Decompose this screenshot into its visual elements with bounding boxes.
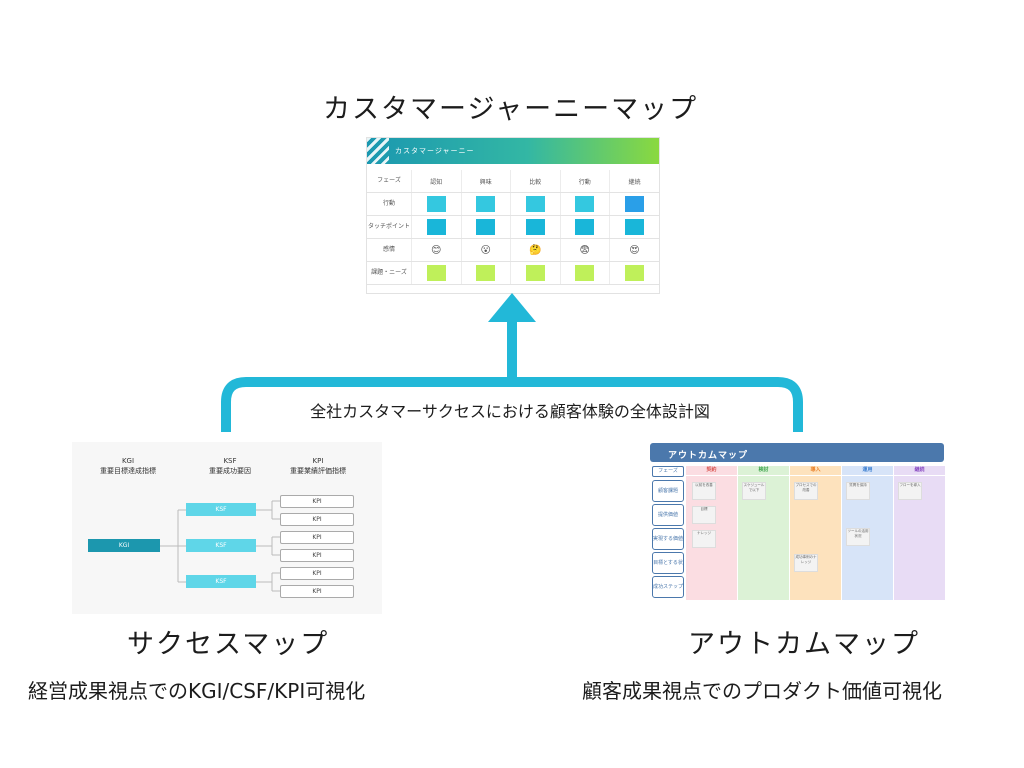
ksf-box: KSF [186,539,256,552]
outcome-row-label: 成功ステップ [652,576,684,598]
phase-cell: 継続 [609,170,659,193]
sticky-note [525,196,545,212]
stripe-decoration [367,138,389,164]
sticky-note [426,196,446,212]
customer-journey-thumbnail: カスタマージャーニー フェーズ 認知 興味 比較 行動 継続 行動 タッチポイン… [366,137,660,294]
outcome-row-label: 提供価値 [652,504,684,526]
sticky-note [625,196,644,212]
journey-map-title: カスタマージャーニーマップ [323,94,699,125]
kpi-box: KPI [280,585,354,598]
outcome-column-header: 検討 [738,466,789,475]
success-tree-lines [160,500,280,592]
emotion-icon: 😊 [431,244,442,256]
outcome-column-header: 継続 [894,466,945,475]
kpi-box: KPI [280,567,354,580]
row-label: 行動 [367,192,412,216]
sticky-note [525,265,545,281]
kpi-box: KPI [280,531,354,544]
outcome-thumbnail-title: アウトカムマップ [668,451,749,461]
outcome-phase-label: フェーズ [652,466,684,477]
sticky-note [476,196,496,212]
sticky-note [426,219,446,235]
outcome-column-header: 導入 [790,466,841,475]
sticky-note [625,219,644,235]
ksf-box: KSF [186,575,256,588]
journey-thumbnail-header: カスタマージャーニー [367,138,659,164]
outcome-map-thumbnail: アウトカムマップ フェーズ 契約検討導入運用継続 顧客課題 提供価値 実現する価… [648,442,946,602]
emotion-icon: 😨 [579,244,590,256]
journey-touchpoint-row: タッチポイント [367,215,659,239]
center-label: 全社カスタマーサクセスにおける顧客体験の全体設計図 [240,398,780,422]
emotion-icon: 😍 [629,244,640,256]
sticky-note [575,219,595,235]
outcome-note: ナレッジ [692,530,716,548]
journey-needs-row: 課題・ニーズ [367,261,659,285]
outcome-note: 以前を改善 [692,482,716,500]
journey-table: フェーズ 認知 興味 比較 行動 継続 行動 タッチポイント 感情 😊 😮 [367,170,659,285]
arrow-head-icon [488,293,536,322]
kgi-box: KGI [88,539,160,552]
phase-cell: 行動 [560,170,610,193]
phase-cell: 興味 [461,170,511,193]
sticky-note [476,219,496,235]
outcome-thumbnail-header: アウトカムマップ [650,443,944,462]
outcome-row-label: 実現する価値 [652,528,684,550]
row-label: 感情 [367,238,412,262]
outcome-row-label: 目標とする状態 [652,552,684,586]
kpi-box: KPI [280,513,354,526]
success-map-subtitle: 経営成果視点でのKGI/CSF/KPI可視化 [28,679,366,703]
row-label: タッチポイント [367,215,412,239]
sticky-note [575,265,595,281]
sticky-note [525,219,545,235]
outcome-column-header: 契約 [686,466,737,475]
kpi-box: KPI [280,549,354,562]
outcome-column-header: 運用 [842,466,893,475]
outcome-map-title: アウトカムマップ [688,629,920,660]
kpi-box: KPI [280,495,354,508]
success-map-title: サクセスマップ [127,629,330,660]
emotion-icon: 😮 [480,244,491,256]
outcome-note: 成功事例のナレッジ [794,554,818,572]
outcome-note: 目標 [692,506,716,524]
emotion-icon: 🤔 [529,244,542,256]
phase-label: フェーズ [367,170,412,193]
phase-cell: 比較 [510,170,561,193]
sticky-note [476,265,496,281]
journey-action-row: 行動 [367,192,659,216]
sticky-note [575,196,595,212]
outcome-row-label: 顧客課題 [652,480,684,502]
outcome-note: ツールの活用状況 [846,528,870,546]
phase-cell: 認知 [411,170,462,193]
journey-emotion-row: 感情 😊 😮 🤔 😨 😍 [367,238,659,262]
row-label: 課題・ニーズ [367,261,412,285]
outcome-map-subtitle: 顧客成果視点でのプロダクト価値可視化 [582,679,942,703]
journey-thumbnail-title: カスタマージャーニー [395,147,475,155]
outcome-note: スケジュールで以下 [742,482,766,500]
outcome-note: 質問を保持 [846,482,870,500]
journey-phase-row: フェーズ 認知 興味 比較 行動 継続 [367,170,659,193]
ksf-box: KSF [186,503,256,516]
outcome-note: フローを導入 [898,482,922,500]
sticky-note [625,265,644,281]
sticky-note [426,265,446,281]
outcome-note: プロセスでの改善 [794,482,818,500]
